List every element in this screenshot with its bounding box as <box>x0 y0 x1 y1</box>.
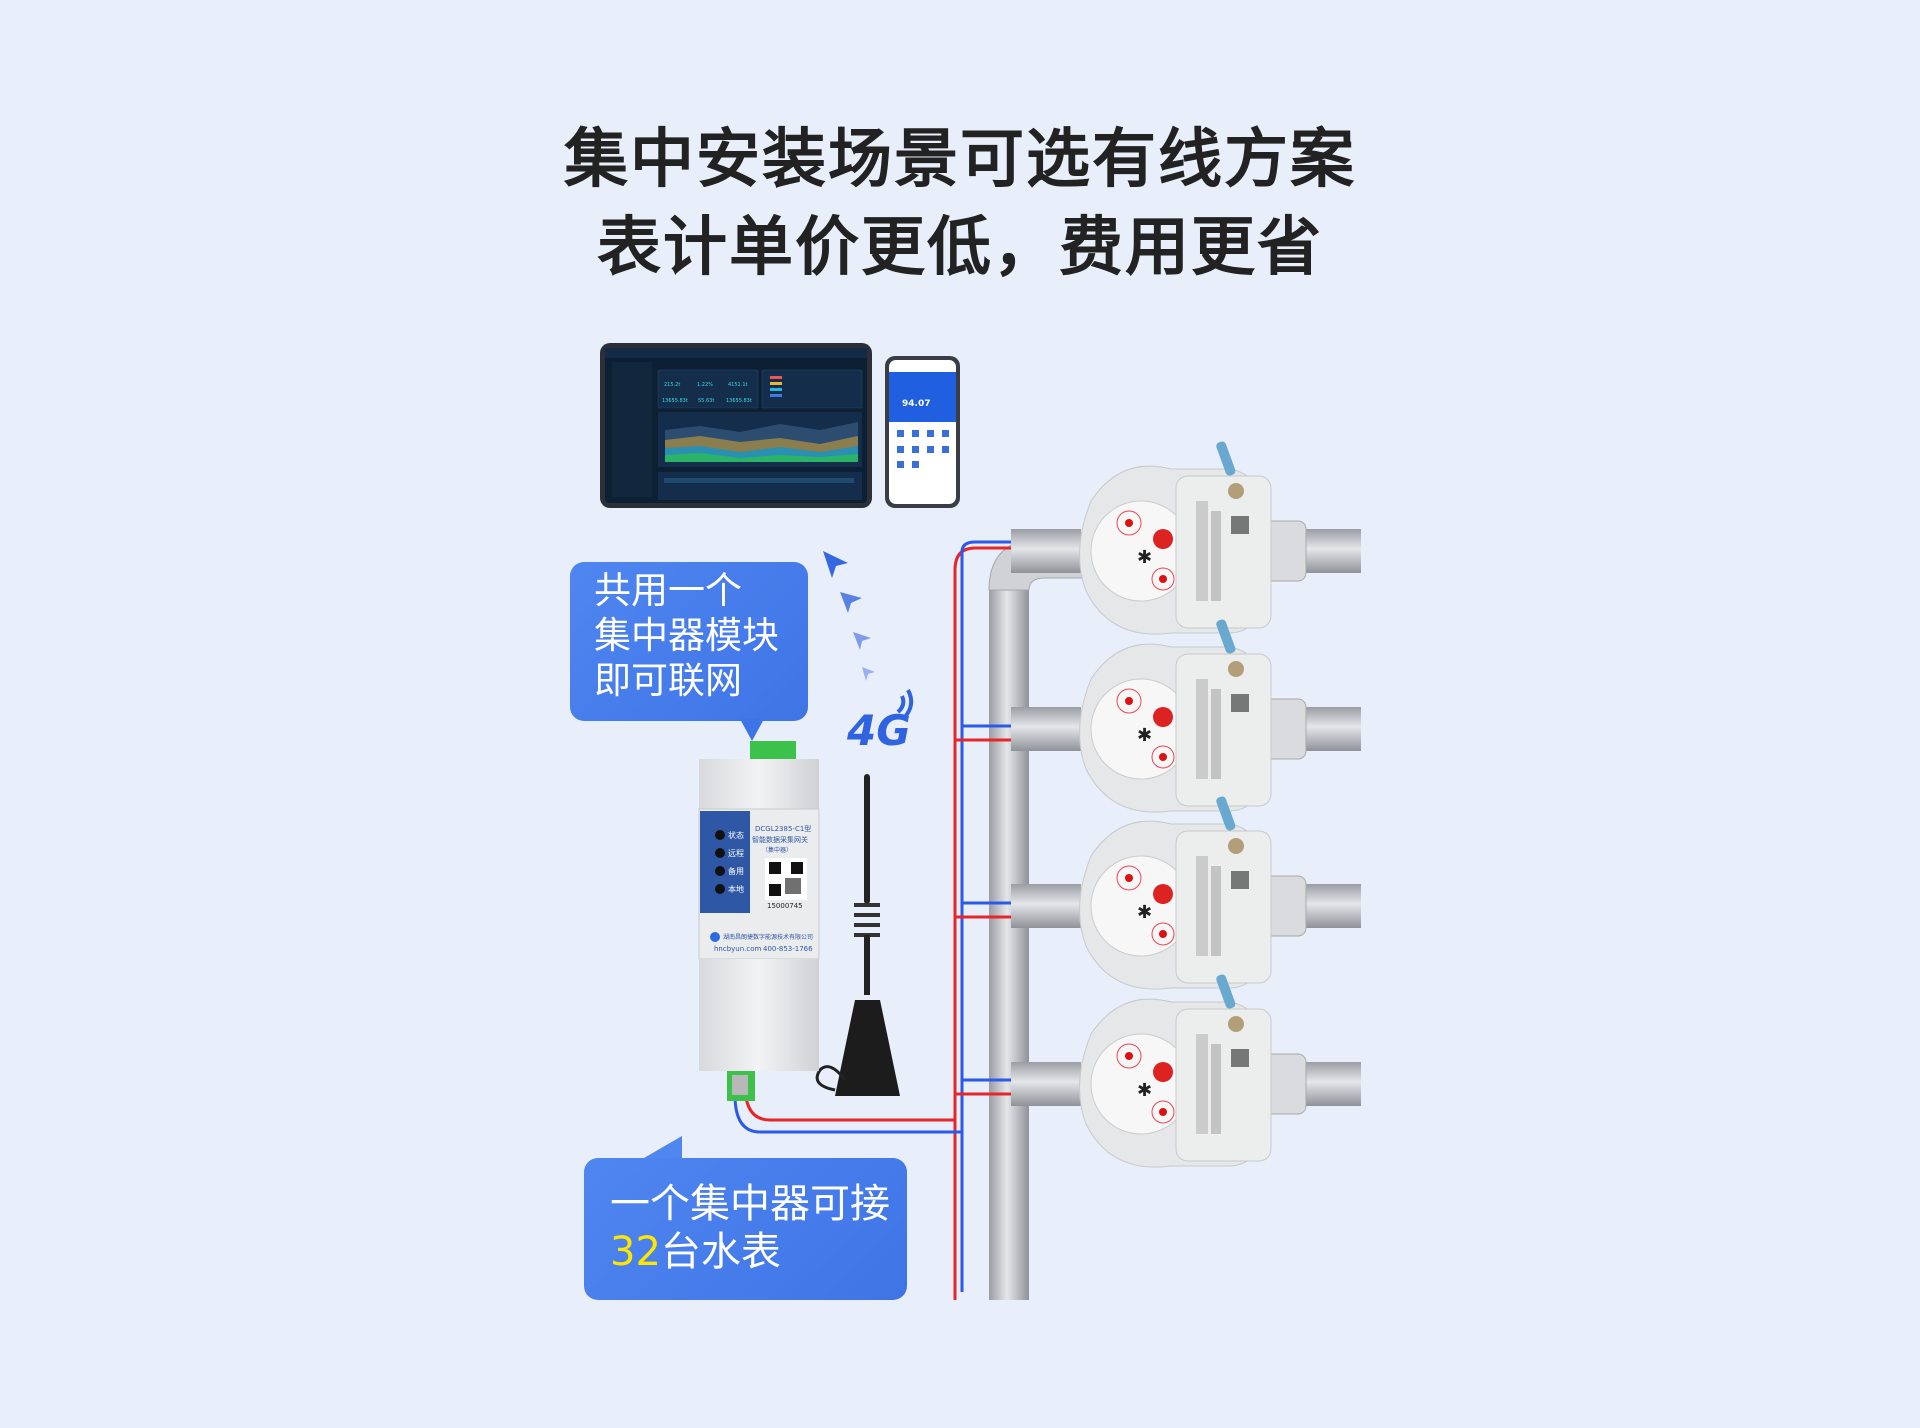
led-label-local: 本地 <box>728 884 744 894</box>
device-model: DCGL2385-C1型 <box>755 824 811 833</box>
water-meter-4 <box>1010 972 1362 1168</box>
headline-line-2: 表计单价更低，费用更省 <box>597 211 1323 285</box>
device-serial: 15000745 <box>767 902 803 910</box>
callout-shared-collector: 共用一个 集中器模块 即可联网 <box>570 562 808 741</box>
4g-label: 4G <box>846 706 911 755</box>
water-meter-3 <box>1010 794 1362 990</box>
tablet-dashboard: 215.2t 1.22% 4151.1t 13655.83t 55.63t 13… <box>600 343 872 508</box>
stat-3: 4151.1t <box>728 382 747 388</box>
data-collector-gateway: 状态 远程 备用 本地 DCGL2385-C1型 智能数据采集网关 （集中器） … <box>698 741 820 1101</box>
wifi-waves-icon <box>896 689 914 720</box>
headline-line-1: 集中安装场景可选有线方案 <box>564 123 1356 197</box>
device-company: 湖南昌朗捷数字能源技术有限公司 <box>723 933 813 941</box>
antenna <box>815 774 900 1096</box>
phone-app: 94.07 <box>885 356 960 508</box>
device-website: hncbyun.com <box>714 945 762 953</box>
device-sub: （集中器） <box>762 846 792 854</box>
signal-arrows <box>823 551 875 681</box>
company-logo-icon <box>710 932 720 942</box>
stat-1: 215.2t <box>664 382 680 388</box>
phone-reading: 94.07 <box>902 399 930 409</box>
led-label-status: 状态 <box>728 830 744 840</box>
water-meter-2 <box>1010 617 1362 813</box>
stat-6: 13655.83t <box>726 398 752 404</box>
callout-meter-capacity: 一个集中器可接 32台水表 <box>584 1136 907 1300</box>
callout-line: 一个集中器可接 <box>610 1181 890 1227</box>
callout-line: 共用一个 <box>594 569 742 612</box>
stat-5: 55.63t <box>698 398 714 404</box>
callout-line: 即可联网 <box>594 659 742 702</box>
water-meter-1 <box>1010 439 1362 635</box>
meter-count: 32 <box>610 1229 661 1275</box>
led-label-remote: 远程 <box>728 849 744 858</box>
device-phone: 400-853-1766 <box>763 945 813 953</box>
stat-4: 13655.83t <box>662 398 688 404</box>
stat-2: 1.22% <box>697 382 713 388</box>
device-name: 智能数据采集网关 <box>752 835 808 844</box>
callout-line: 集中器模块 <box>594 614 779 657</box>
callout-line: 台水表 <box>660 1229 781 1275</box>
led-label-backup: 备用 <box>728 866 744 876</box>
